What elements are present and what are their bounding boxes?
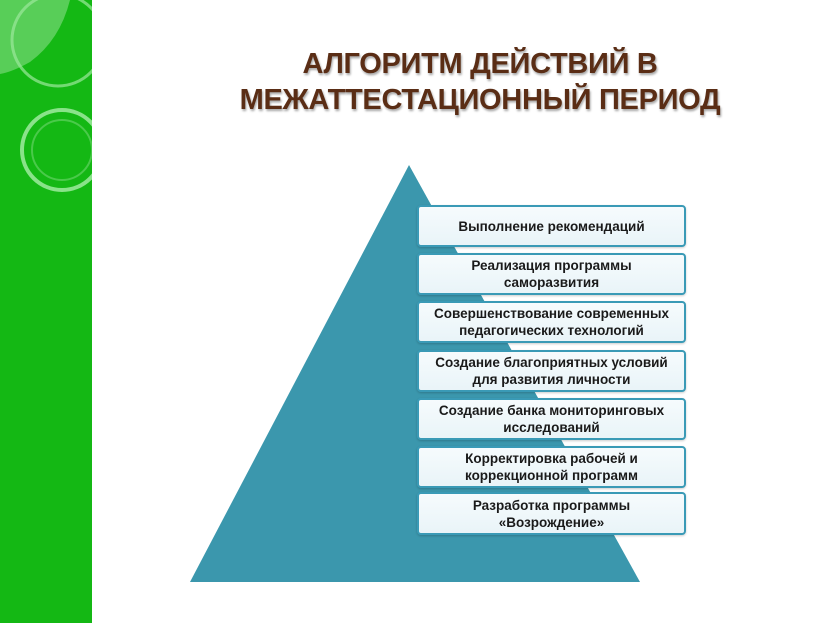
pyramid-step-4: Создание благоприятных условий для разви… xyxy=(417,350,686,392)
pyramid-step-3-label: Совершенствование современных педагогиче… xyxy=(433,306,670,338)
slide-title: АЛГОРИТМ ДЕЙСТВИЙ В МЕЖАТТЕСТАЦИОННЫЙ ПЕ… xyxy=(150,46,810,118)
pyramid-step-7-label: Разработка программы «Возрождение» xyxy=(472,497,631,530)
pyramid-step-2: Реализация программы саморазвития xyxy=(417,253,686,295)
decor-circles xyxy=(0,0,92,192)
pyramid-step-7: Разработка программы «Возрождение» xyxy=(417,492,686,535)
pyramid-step-1-label: Выполнение рекомендаций xyxy=(458,218,645,234)
pyramid-step-2-label: Реализация программы саморазвития xyxy=(471,258,632,290)
pyramid-step-5: Создание банка мониторинговых исследован… xyxy=(417,398,686,440)
pyramid-step-4-label: Создание благоприятных условий для разви… xyxy=(435,355,668,387)
pyramid-step-3: Совершенствование современных педагогиче… xyxy=(417,301,686,343)
slide-title-line-2: МЕЖАТТЕСТАЦИОННЫЙ ПЕРИОД xyxy=(239,84,721,116)
pyramid-step-6: Корректировка рабочей и коррекционной пр… xyxy=(417,446,686,488)
pyramid-step-5-label: Создание банка мониторинговых исследован… xyxy=(438,403,665,435)
slide-title-line-1: АЛГОРИТМ ДЕЙСТВИЙ В xyxy=(302,48,658,80)
pyramid-step-6-label: Корректировка рабочей и коррекционной пр… xyxy=(464,451,639,483)
pyramid-step-1: Выполнение рекомендаций xyxy=(417,205,686,247)
side-decor-band xyxy=(0,0,92,623)
